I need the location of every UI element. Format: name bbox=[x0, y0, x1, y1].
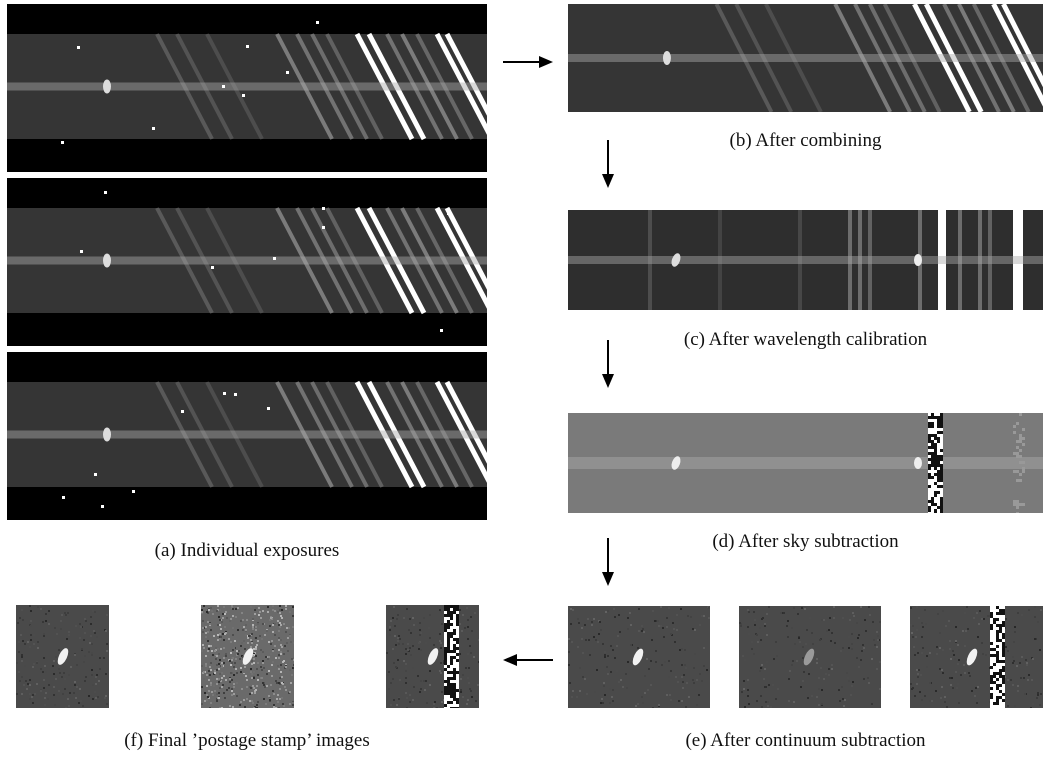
arrow-down-icon bbox=[602, 538, 614, 586]
exposure-3 bbox=[7, 352, 487, 520]
caption-d: (d) After sky subtraction bbox=[712, 531, 899, 552]
exposure-stack bbox=[7, 4, 487, 520]
wavelength-calibrated-spectrum bbox=[568, 210, 1043, 310]
arrow-down-icon bbox=[602, 140, 614, 188]
caption-c: (c) After wavelength calibration bbox=[683, 329, 928, 350]
stamp-e2 bbox=[739, 606, 881, 708]
stamp-f3 bbox=[386, 605, 479, 708]
combined-spectrum bbox=[568, 4, 1043, 112]
stamp-e1 bbox=[568, 606, 710, 708]
exposure-2 bbox=[7, 178, 487, 346]
sky-subtracted-spectrum bbox=[568, 413, 1043, 513]
exposure-1 bbox=[7, 4, 487, 172]
caption-e: (e) After continuum subtraction bbox=[685, 730, 926, 751]
caption-a: (a) Individual exposures bbox=[154, 540, 340, 561]
stamp-f2 bbox=[201, 605, 294, 708]
caption-f: (f) Final ’postage stamp’ images bbox=[124, 730, 370, 751]
arrow-right-icon bbox=[503, 56, 553, 68]
arrow-left-icon bbox=[503, 654, 553, 666]
caption-b: (b) After combining bbox=[729, 130, 882, 151]
arrow-down-icon bbox=[602, 340, 614, 388]
stamp-e3 bbox=[910, 606, 1043, 708]
stamp-f1 bbox=[16, 605, 109, 708]
